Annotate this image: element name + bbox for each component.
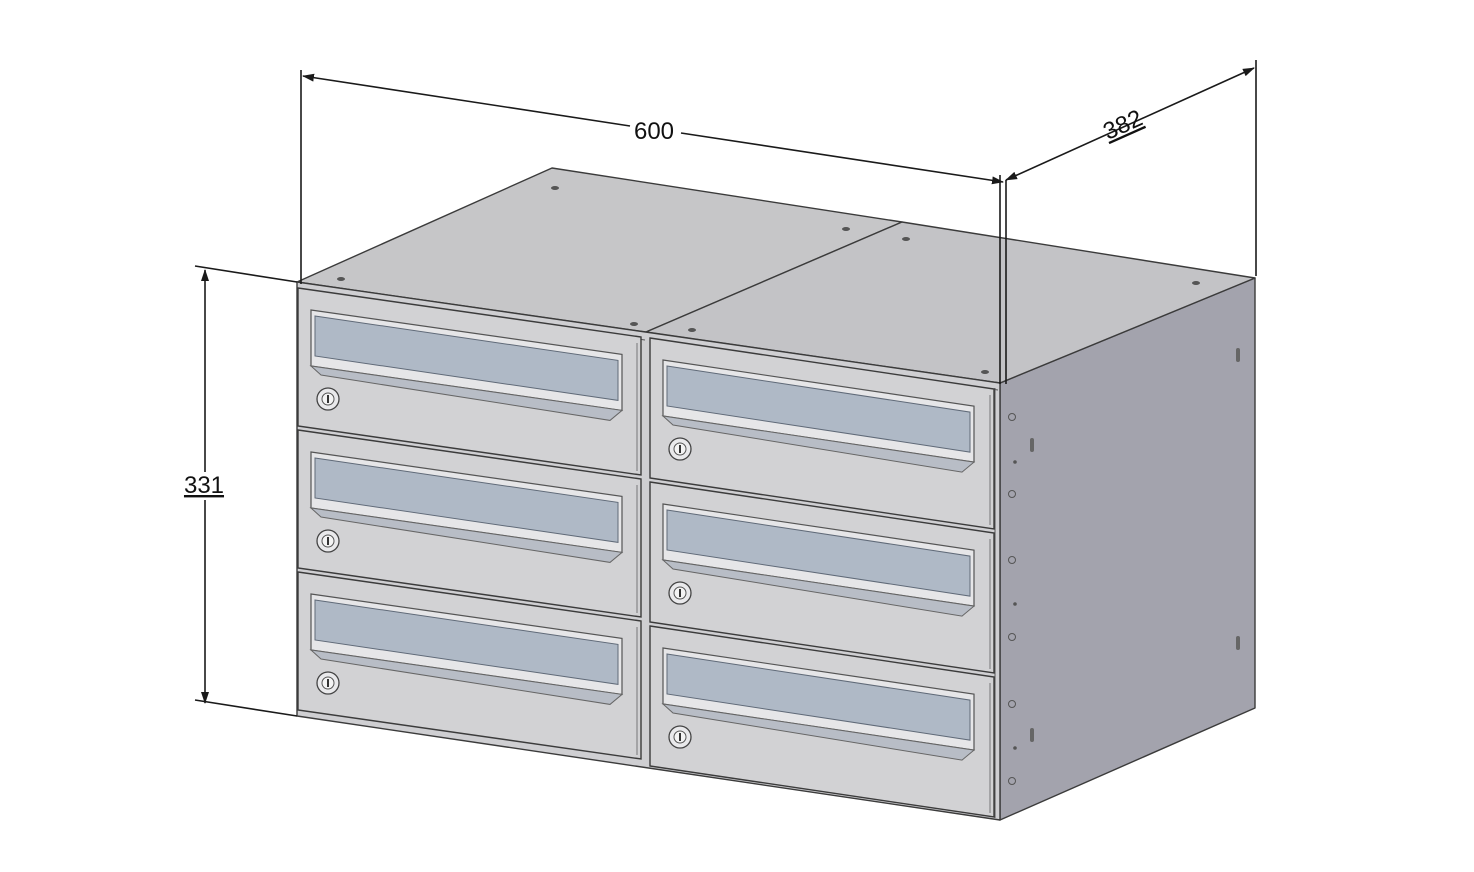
letter-slot-flap bbox=[666, 365, 971, 453]
letter-slot-flap bbox=[666, 509, 971, 597]
side-panel-features bbox=[1008, 348, 1240, 785]
letter-slot-flap bbox=[666, 653, 971, 741]
letter-slot-lip bbox=[309, 649, 624, 705]
mailbox-door bbox=[649, 481, 995, 674]
mailbox-door bbox=[297, 287, 642, 476]
dimension-height: 331 bbox=[184, 265, 298, 717]
mailbox-doors bbox=[297, 287, 995, 818]
dimension-depth-label: 382 bbox=[1099, 105, 1147, 146]
letter-slot-lip bbox=[661, 559, 976, 617]
letter-slot-flap bbox=[314, 315, 619, 402]
letter-slot-lip bbox=[661, 703, 976, 761]
mailbox-door bbox=[297, 429, 642, 618]
mailbox-door bbox=[297, 571, 642, 760]
letter-slot-lip bbox=[661, 415, 976, 473]
dimension-width-label: 600 bbox=[634, 118, 674, 145]
top-screw-holes bbox=[337, 186, 1200, 374]
mailbox-door bbox=[649, 337, 995, 530]
letter-slot-lip bbox=[309, 365, 624, 421]
dimension-height-label: 331 bbox=[184, 472, 224, 499]
letter-slot-lip bbox=[309, 507, 624, 563]
letter-slot-flap bbox=[314, 599, 619, 686]
dimension-depth: 382 bbox=[1005, 60, 1257, 276]
dimension-width: 600 bbox=[300, 70, 1007, 384]
mailbox-door bbox=[649, 625, 995, 818]
letter-slot-flap bbox=[314, 457, 619, 544]
